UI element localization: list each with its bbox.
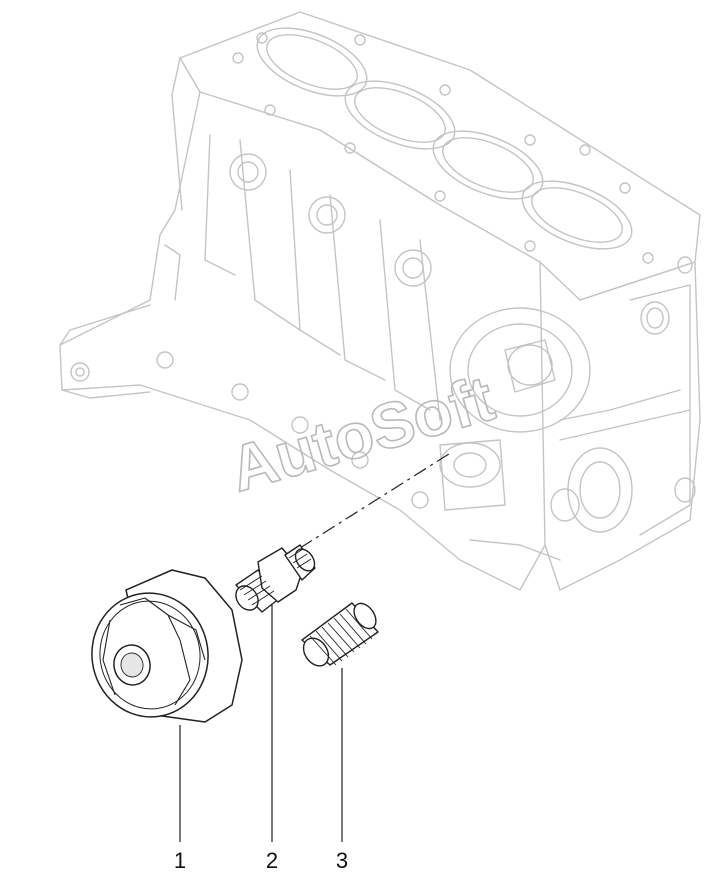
threaded-nipple-part [301, 602, 379, 667]
watermark-text: AutoSoft [222, 362, 502, 506]
oil-filter-part [91, 569, 243, 723]
callout-number-2: 2 [266, 848, 278, 873]
assembly-axis [299, 451, 453, 549]
callout-number-1: 1 [174, 848, 186, 873]
leader-lines [179, 451, 453, 842]
threaded-union-part [235, 544, 316, 613]
engine-block [59, 11, 701, 591]
callout-number-3: 3 [336, 848, 348, 873]
